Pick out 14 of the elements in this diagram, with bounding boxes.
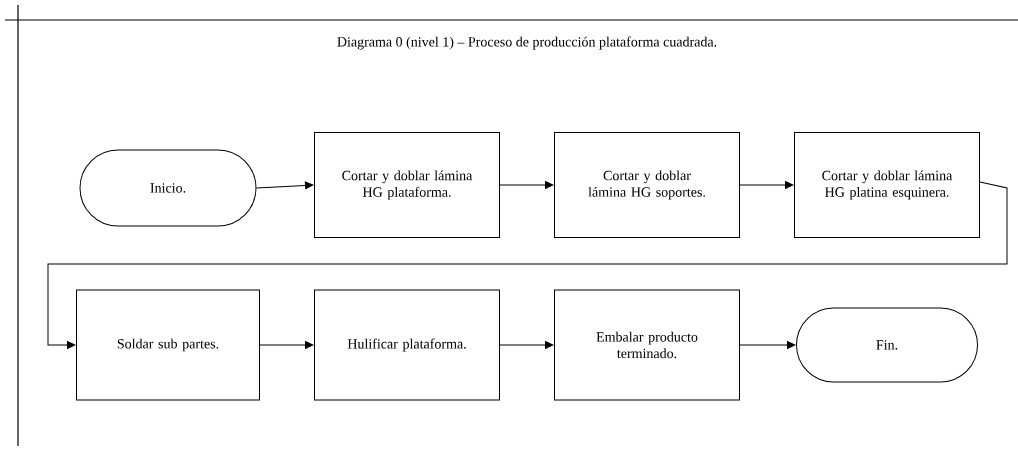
process-box: Cortar y doblar lámina HG soportes. — [554, 132, 740, 238]
arrow — [499, 341, 554, 349]
arrow — [739, 181, 794, 189]
process-box: Cortar y doblar lámina HG plataforma. — [314, 132, 500, 238]
arrow — [499, 181, 554, 189]
process-box: Hulificar plataforma. — [314, 289, 500, 401]
arrow — [47, 181, 1008, 349]
process-box: Soldar sub partes. — [76, 289, 260, 401]
arrow — [256, 181, 314, 190]
process-box: Embalar producto terminado. — [554, 289, 740, 401]
arrow — [739, 341, 796, 349]
process-box: Cortar y doblar lámina HG platina esquinera. — [794, 132, 980, 238]
arrow — [259, 341, 314, 349]
title: Diagrama 0 (nivel 1) – Proceso de producción plataforma cuadrada. — [337, 36, 717, 50]
